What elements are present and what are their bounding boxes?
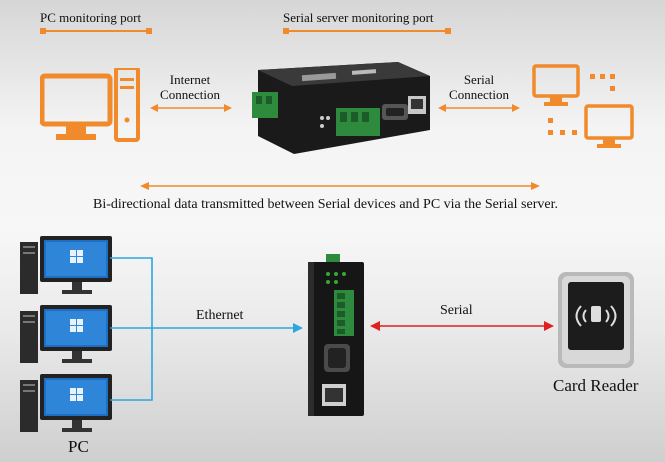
pc-port-underline bbox=[40, 28, 152, 34]
internet-word: Internet bbox=[169, 72, 211, 87]
bidirectional-data-arrow bbox=[140, 182, 540, 190]
serial-server-device-image bbox=[252, 62, 430, 154]
connection-word-left: Connection bbox=[160, 87, 220, 102]
pc-workstation-3 bbox=[20, 374, 112, 432]
pc-monitor-icon bbox=[40, 68, 140, 142]
internet-connection-arrow bbox=[150, 104, 232, 112]
serial-server-vertical-device bbox=[308, 254, 364, 416]
server-port-underline bbox=[283, 28, 451, 34]
serial-server-monitoring-port-label: Serial server monitoring port bbox=[283, 10, 434, 25]
serial-connection-label: Serial Connection bbox=[437, 72, 521, 102]
serial-word: Serial bbox=[463, 72, 495, 87]
serial-devices-icon bbox=[532, 64, 634, 148]
serial-connection-arrow bbox=[438, 104, 520, 112]
serial-link-arrow bbox=[370, 321, 554, 331]
internet-connection-label: Internet Connection bbox=[150, 72, 230, 102]
ethernet-label: Ethernet bbox=[196, 308, 244, 323]
connection-word-right: Connection bbox=[449, 87, 509, 102]
pc-workstation-2 bbox=[20, 305, 112, 363]
card-reader-label: Card Reader bbox=[553, 376, 639, 395]
data-flow-caption: Bi-directional data transmitted between … bbox=[93, 197, 558, 212]
pc-label: PC bbox=[68, 437, 89, 456]
pc-workstation-1 bbox=[20, 236, 112, 294]
pc-monitoring-port-label: PC monitoring port bbox=[40, 10, 142, 25]
card-reader-device bbox=[558, 272, 634, 368]
serial-label: Serial bbox=[440, 303, 473, 318]
